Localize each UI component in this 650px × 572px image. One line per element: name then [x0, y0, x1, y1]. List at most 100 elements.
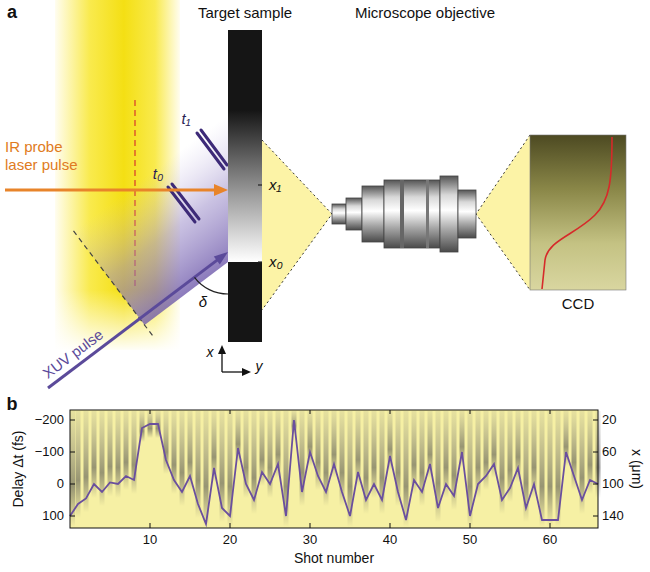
- ccd-image: [530, 135, 626, 290]
- xuv-arrow: [214, 252, 228, 264]
- time-label: t₁: [182, 110, 191, 128]
- part-label: Microscope objective: [355, 4, 495, 22]
- pulse-front: [168, 130, 227, 222]
- light-cone: [476, 135, 530, 290]
- light-cone: [262, 135, 530, 310]
- axis-title: Shot number: [294, 550, 374, 567]
- axis-ticks: [593, 484, 598, 485]
- xuv-arrow: [48, 260, 218, 388]
- axis-ticks: [70, 410, 598, 528]
- beam-label: IR probe laser pulse: [5, 138, 87, 174]
- pulse-front: [197, 133, 224, 169]
- axis-ticks: [70, 516, 75, 517]
- axis-ticks: [150, 410, 151, 414]
- microscope-objective: [346, 198, 362, 230]
- microscope-objective: [332, 176, 476, 252]
- xuv-pulse-band: [74, 231, 154, 336]
- coordinate-axes: [242, 368, 251, 376]
- shot-plot: [70, 410, 601, 528]
- xuv-pulse-band: [74, 114, 229, 325]
- panel-letter: a: [7, 2, 17, 24]
- axis-ticks: [230, 410, 231, 414]
- axis-ticks: [550, 410, 551, 414]
- axis-title: Delay Δt (fs): [10, 430, 27, 507]
- position-label: x₁: [269, 176, 281, 194]
- axis-title: x (μm): [629, 449, 646, 489]
- axis-ticks: [310, 523, 311, 528]
- plot-data: [70, 411, 601, 527]
- part-label: CCD: [562, 295, 595, 313]
- tick-label: 60: [543, 532, 557, 548]
- microscope-objective: [362, 186, 384, 242]
- tick-label: 40: [383, 532, 397, 548]
- microscope-objective: [458, 190, 476, 238]
- axis-ticks: [390, 523, 391, 528]
- tick-label: 60: [602, 444, 616, 460]
- light-cone: [476, 135, 530, 290]
- axis-ticks: [150, 523, 151, 528]
- tick-label: 30: [303, 532, 317, 548]
- tick-label: 20: [602, 412, 616, 428]
- light-cone: [262, 140, 332, 310]
- tick-label: 10: [143, 532, 157, 548]
- position-trace: [70, 420, 598, 524]
- light-cone: [262, 140, 332, 310]
- angle-label: δ: [199, 293, 207, 311]
- microscope-objective: [400, 180, 404, 248]
- shot-streak: [132, 411, 137, 494]
- panel-letter: b: [7, 394, 18, 416]
- axis-ticks: [593, 420, 598, 421]
- part-label: Target sample: [198, 4, 292, 22]
- tick-label: 100: [602, 476, 624, 492]
- tick-label: 100: [42, 508, 64, 524]
- time-label: t₀: [153, 165, 164, 183]
- target-sample: [228, 30, 262, 342]
- shot-streak: [116, 411, 121, 498]
- microscope-objective: [440, 176, 458, 252]
- target-sample: [228, 30, 266, 342]
- angle-arc: [195, 277, 229, 294]
- beam-label: XUV pulse: [39, 326, 106, 383]
- shot-streak: [548, 411, 553, 527]
- coordinate-axes: [221, 352, 222, 372]
- axis-ticks: [470, 523, 471, 528]
- coordinate-axes: [222, 371, 244, 372]
- shot-plot: [70, 410, 598, 528]
- axis-ticks: [390, 410, 391, 414]
- position-label: x₀: [269, 253, 283, 271]
- axis-ticks: [470, 410, 471, 414]
- tick-label: −100: [35, 444, 64, 460]
- microscope-objective: [426, 180, 429, 248]
- tick-label: 50: [463, 532, 477, 548]
- coordinate-axes: [218, 345, 251, 376]
- coordinate-axes: [218, 345, 226, 354]
- axis-ticks: [70, 420, 75, 421]
- axis-label: y: [256, 358, 263, 375]
- microscope-objective: [384, 180, 440, 248]
- tick-label: −200: [35, 412, 64, 428]
- ir-arrow: [5, 189, 215, 192]
- tick-label: 0: [57, 476, 64, 492]
- ccd-image: [542, 137, 612, 289]
- tick-label: 20: [223, 532, 237, 548]
- axis-ticks: [230, 523, 231, 528]
- axis-ticks: [593, 516, 598, 517]
- xuv-arrow: [48, 252, 228, 388]
- ir-arrow: [5, 184, 228, 196]
- axis-ticks: [593, 452, 598, 453]
- tick-label: 140: [602, 508, 624, 524]
- microscope-objective: [332, 204, 346, 224]
- shot-plot: [70, 410, 598, 528]
- ccd-image: [530, 135, 626, 290]
- target-sample: [228, 110, 262, 262]
- axis-ticks: [70, 484, 75, 485]
- axis-label: x: [207, 344, 214, 361]
- axis-ticks: [70, 452, 75, 453]
- axis-ticks: [310, 410, 311, 414]
- axis-ticks: [550, 523, 551, 528]
- pulse-front: [201, 130, 227, 165]
- pulse-front: [168, 187, 195, 222]
- xuv-pulse-band: [74, 114, 229, 336]
